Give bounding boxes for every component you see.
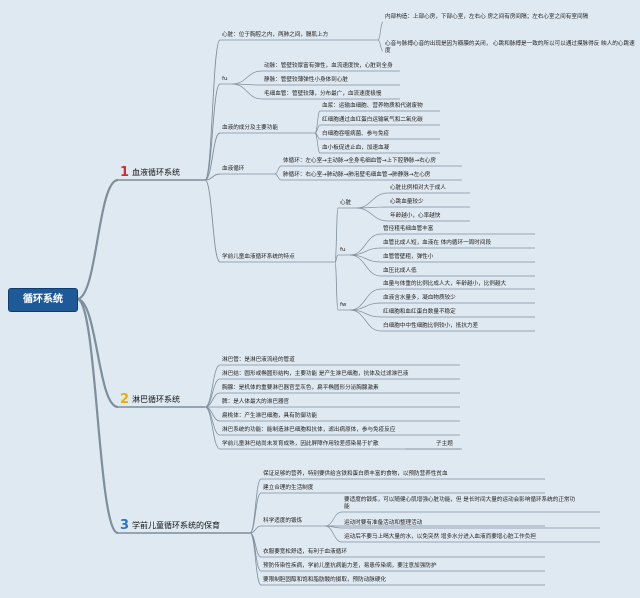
- node-routine[interactable]: 建立合理的生活制度: [263, 485, 314, 491]
- branch-number: 1: [120, 165, 130, 180]
- connector: [274, 173, 282, 181]
- b1-link-circ: [204, 173, 221, 181]
- node-child-fu-4[interactable]: 血压比成人低: [383, 268, 417, 274]
- node-child-fu-2[interactable]: 血管比成人短，血液在 体内循环一周时间段: [383, 240, 492, 246]
- node-child-heart[interactable]: 心脏: [340, 200, 352, 206]
- node-child-lymph[interactable]: 学前儿童淋巴结尚未发育成熟，因此屏障作用较差感染易于扩散: [222, 441, 379, 447]
- node-spleen[interactable]: 脾：是人体最大的淋巴器官: [222, 399, 290, 405]
- connector: [314, 132, 321, 154]
- connector: [204, 406, 221, 450]
- node-child-heart-1[interactable]: 心脏比例相对大于成人: [390, 185, 446, 191]
- node-lymph-node[interactable]: 淋巴结：圆形或椭圆形结构，主要功能 是产生淋巴细胞，抗体及过滤淋巴液: [222, 371, 409, 377]
- child-link-fu: [334, 254, 339, 263]
- node-prevention[interactable]: 预防传染性疾病，学前儿童抗病能力差，易患传染病，要注意加强防护: [263, 563, 437, 569]
- node-heart[interactable]: 心脏：位于胸腔之内，两肺之间，膈肌上方: [222, 32, 329, 38]
- connector: [249, 525, 262, 534]
- node-exercise-2[interactable]: 运动时要有准备活动和整理活动: [344, 520, 423, 526]
- connector: [231, 83, 263, 100]
- node-child-fw-3[interactable]: 红细胞和血红蛋白数量不稳定: [383, 309, 456, 315]
- connector: [324, 511, 343, 527]
- node-pulmonary[interactable]: 肺循环：右心室→肺动脉→肺泡壁毛细血管→肺静脉→左心房: [283, 172, 431, 178]
- node-lymph-vessel[interactable]: 淋巴管：是淋巴液流经的管道: [222, 357, 295, 363]
- node-clothing[interactable]: 衣服要宽松舒适，有利于血液循环: [263, 549, 347, 555]
- b1-link-fu: [204, 83, 221, 181]
- node-child-fu[interactable]: fu: [340, 247, 346, 253]
- branch-label: 淋巴循环系统: [132, 395, 181, 404]
- connector: [377, 39, 384, 52]
- node-wbc[interactable]: 白细胞吞噬病菌、参与免疫: [322, 131, 390, 137]
- node-exercise-1[interactable]: 要适度的锻炼，可以随健心肌增强心脏功能，但 是长时间大量的运动会影响循环系统的正…: [344, 497, 576, 510]
- connector: [349, 254, 382, 277]
- connector: [324, 525, 343, 543]
- root-link-1: [76, 178, 119, 301]
- child-link-heart: [334, 207, 339, 263]
- branch-label: 学前儿童循环系统的保育: [132, 521, 221, 530]
- node-platelet[interactable]: 血小板促进止血，加速血凝: [322, 145, 390, 151]
- root-node[interactable]: 循环系统: [8, 288, 78, 312]
- node-circulation[interactable]: 血液循环: [222, 166, 245, 172]
- node-child-fw-2[interactable]: 血液含水量多，凝血物质较少: [383, 295, 456, 301]
- connector: [204, 406, 221, 436]
- node-plasma[interactable]: 血浆：运输血细胞、营养物质和代谢废物: [322, 103, 423, 109]
- node-systemic[interactable]: 体循环：左心室→主动脉→全身毛细血管→上下腔静脉→右心房: [283, 158, 436, 164]
- connector: [349, 302, 382, 311]
- node-child-fw[interactable]: fw: [340, 302, 347, 308]
- child-link-fw: [334, 261, 339, 311]
- node-diet[interactable]: 要限制胆固醇和饱和脂肪酸的摄取，预防动脉硬化: [263, 577, 387, 583]
- node-lymph-function[interactable]: 淋巴系统的功能：能制造淋巴细胞和抗体，滤出病原体，参与免疫反应: [222, 427, 396, 433]
- root-link-2: [76, 297, 119, 409]
- node-child-features[interactable]: 学前儿童血液循环系统的特点: [222, 254, 295, 260]
- b1-link-child: [204, 179, 221, 263]
- node-capillary[interactable]: 毛细血管：管壁较薄，分布最广，血流速度极慢: [264, 91, 382, 97]
- connector: [355, 192, 389, 209]
- connector: [204, 364, 221, 408]
- connector: [349, 233, 382, 256]
- connector: [249, 478, 262, 534]
- connector: [349, 247, 382, 256]
- branch-number: 3: [120, 518, 130, 533]
- node-tonsil[interactable]: 扁桃体：产生淋巴细胞，具有防御功能: [222, 413, 318, 419]
- node-exercise-3[interactable]: 运动后不要马上喝大量的水，以免突然 增多水分进入血液而要增心脏工作负担: [344, 534, 536, 540]
- node-child-heart-3[interactable]: 年龄越小，心率越快: [390, 213, 441, 219]
- node-blood-composition[interactable]: 血液的成分及主要功能: [222, 125, 278, 131]
- branch-number: 2: [120, 392, 130, 407]
- node-subtopic[interactable]: 子主题: [436, 441, 453, 447]
- node-vein[interactable]: 静脉：管壁较薄弹性小身体到心脏: [264, 77, 348, 83]
- node-exercise[interactable]: 科学适度的锻炼: [263, 518, 303, 524]
- connector: [274, 165, 282, 175]
- connector: [231, 70, 263, 85]
- node-artery[interactable]: 动脉：管壁较厚富有弹性，血流速度快，心脏到全身: [264, 63, 393, 69]
- root-link-3: [76, 297, 119, 535]
- node-heart-valves[interactable]: 心音与脉搏心音的出现是因为瓣膜的关闭， 心跳和脉搏是一致的所以可以通过摸脉得反 …: [385, 41, 635, 54]
- node-child-heart-2[interactable]: 心跳血量较少: [390, 199, 424, 205]
- node-child-fu-1[interactable]: 管径粗毛细血管丰富: [383, 226, 434, 232]
- connector: [355, 207, 389, 222]
- connector: [249, 532, 262, 586]
- node-heart-structure[interactable]: 内部构造：上部心房，下部心室，左右心 房之间有房间隔；左右心室之间有室间隔: [385, 14, 589, 20]
- node-nutrition[interactable]: 保证足够的营养，特别要供给含铁和蛋白质丰富的食物，以预防营养性贫血: [263, 471, 448, 477]
- node-child-fw-1[interactable]: 血量与体重的比例比成人大，年龄越小，比例越大: [383, 281, 507, 287]
- connector: [204, 378, 221, 408]
- connector: [204, 392, 221, 408]
- connector: [349, 309, 382, 332]
- node-rbc[interactable]: 红细胞通过血红蛋白运输氧气和二氧化碳: [322, 117, 423, 123]
- connector: [249, 492, 262, 534]
- node-thymus[interactable]: 胸腺：是机体的重要淋巴器官呈灰色，扁平椭圆形分泌胸腺激素: [222, 385, 379, 391]
- connector: [377, 21, 384, 41]
- node-vessels[interactable]: fu: [222, 76, 228, 82]
- connector: [249, 532, 262, 572]
- node-child-fu-3[interactable]: 血管管壁粗，弹性小: [383, 254, 434, 260]
- connector: [349, 288, 382, 311]
- node-child-fw-4[interactable]: 白细胞中中性细胞比例较小，抵抗力差: [383, 323, 479, 329]
- branch-label: 血液循环系统: [132, 168, 181, 177]
- b1-link-blood: [204, 132, 221, 181]
